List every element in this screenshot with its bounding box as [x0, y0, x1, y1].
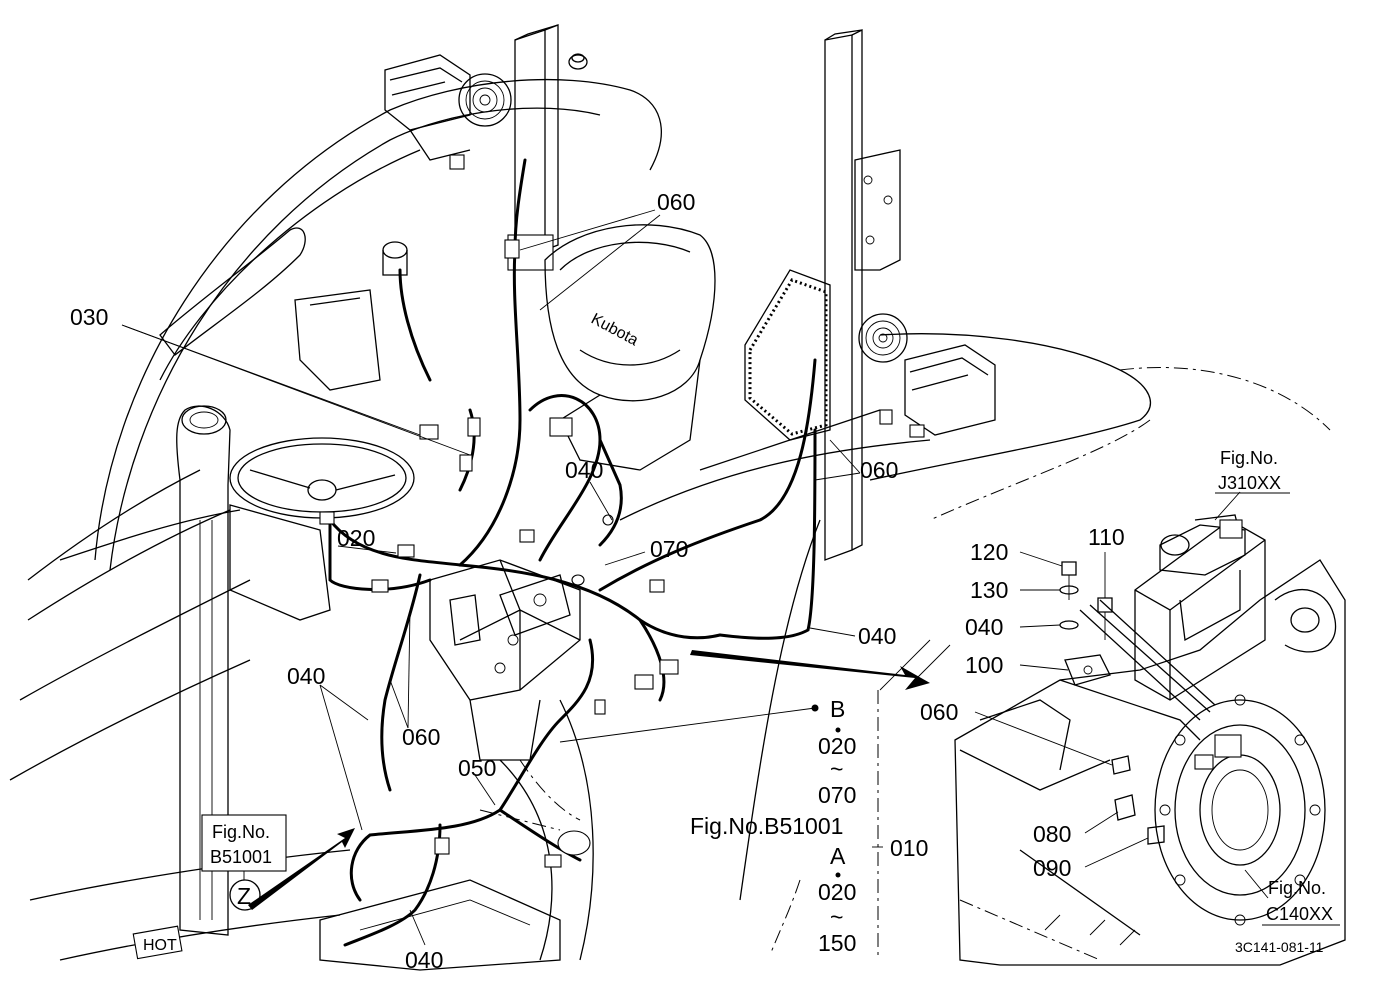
- left-lamp-assembly: [384, 54, 512, 161]
- stack-b-tilde: ~: [830, 756, 843, 782]
- stack-a-from: 020: [818, 879, 856, 905]
- stack-letter-b: B: [830, 696, 845, 722]
- label-020: 020: [337, 525, 375, 551]
- view-z-callout: Fig.No. B51001 Z: [201, 814, 287, 911]
- floor-plate: [319, 759, 581, 971]
- stack-a-tilde: ~: [830, 904, 843, 930]
- steering-wheel: [229, 437, 415, 519]
- label-090: 090: [1033, 855, 1071, 881]
- leader-lines: [121, 209, 883, 946]
- label-040-center: 040: [565, 457, 603, 483]
- stack-a-to: 150: [818, 930, 856, 956]
- inset-part-labels: 120 110 130 040 100 060 080 090: [920, 524, 1125, 881]
- z-box-fig-line2: B51001: [210, 847, 272, 867]
- label-060-lower: 060: [402, 724, 440, 750]
- stack-b-to: 070: [818, 782, 856, 808]
- fig-ref-c140-line2: C140XX: [1266, 904, 1333, 924]
- inset-leader-lines: [974, 491, 1269, 899]
- fig-ref-main: Fig.No.B51001: [690, 813, 843, 839]
- tractor-body-outline: [9, 78, 1331, 961]
- exhaust-pipe: HOT: [132, 405, 231, 960]
- right-lamp-assembly: [858, 313, 996, 436]
- rear-housing-inset: [954, 514, 1346, 966]
- seat-logo-text: Kubota: [588, 311, 641, 350]
- label-040-left: 040: [287, 663, 325, 689]
- control-valve-block: [429, 559, 581, 761]
- fig-ref-j310-line1: Fig.No.: [1220, 448, 1278, 468]
- z-box-fig-line1: Fig.No.: [212, 822, 270, 842]
- label-040-inset: 040: [965, 614, 1003, 640]
- main-part-labels: 060 030 040 060 020 070 040 040 060 050 …: [70, 189, 928, 973]
- drawing-number: 3C141-081-11: [1235, 939, 1324, 955]
- stack-letter-a: A: [830, 843, 846, 869]
- view-arrows: [248, 639, 951, 910]
- hot-tag: HOT: [143, 937, 177, 954]
- label-050: 050: [458, 755, 496, 781]
- fig-ref-j310-line2: J310XX: [1218, 473, 1281, 493]
- wire-harness: [328, 158, 817, 947]
- label-030: 030: [70, 304, 108, 330]
- label-010: 010: [890, 835, 928, 861]
- inset-fig-refs: Fig.No. J310XX Fig.No. C140XX: [1215, 448, 1340, 926]
- label-100: 100: [965, 652, 1003, 678]
- label-080: 080: [1033, 821, 1071, 847]
- stack-b-from: 020: [818, 733, 856, 759]
- label-060-top: 060: [657, 189, 695, 215]
- label-130: 130: [970, 577, 1008, 603]
- dashboard-panel: [229, 241, 408, 621]
- fig-ref-c140-line1: Fig.No.: [1268, 878, 1326, 898]
- label-060-inset: 060: [920, 699, 958, 725]
- label-120: 120: [970, 539, 1008, 565]
- label-060-right: 060: [860, 457, 898, 483]
- label-040-right: 040: [858, 623, 896, 649]
- label-070: 070: [650, 536, 688, 562]
- label-040-bottom: 040: [405, 947, 443, 973]
- reference-stack: B 020 ~ 070 Fig.No.B51001 A 020 ~ 150: [690, 696, 856, 956]
- label-110: 110: [1088, 524, 1125, 550]
- harness-connectors: [319, 154, 925, 868]
- view-marker-z: Z: [237, 883, 251, 909]
